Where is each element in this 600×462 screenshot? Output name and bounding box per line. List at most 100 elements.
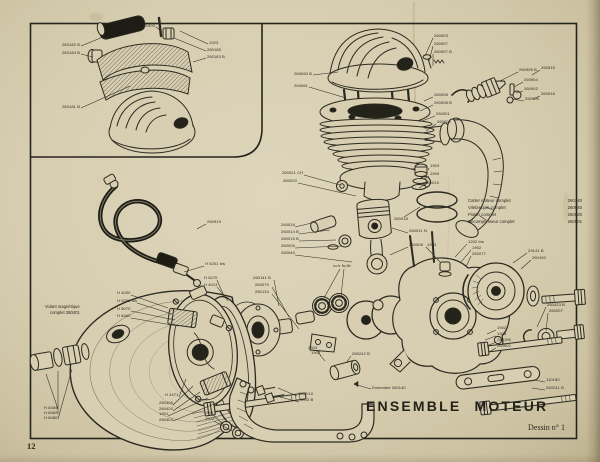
part-callout: 1202/10 <box>298 391 314 396</box>
mount-bar-drawing <box>455 365 541 390</box>
part-callout: 1901 <box>159 411 169 416</box>
part-callout: 1903 <box>204 410 214 415</box>
exhaust-elbow-drawing <box>424 117 504 238</box>
part-callout: 260906 <box>525 96 539 101</box>
part-callout: 260077 <box>472 251 486 256</box>
part-callout: 260002 <box>437 119 451 124</box>
part-callout: 260182 B <box>62 42 80 47</box>
part-callout: 260916 <box>541 91 555 96</box>
part-callout: 260060 B <box>294 71 312 76</box>
part-callout: H 5201 bis <box>205 261 226 266</box>
page-bottom-shadow <box>0 454 600 462</box>
part-callout: 29141 B <box>528 248 544 253</box>
part-callout: 1903 <box>145 23 155 28</box>
part-callout: 1913 <box>427 242 437 247</box>
legend-row: Carter moteur complet 260140 <box>468 198 582 205</box>
part-callout: 1902 <box>497 325 507 330</box>
part-callout: 260020 <box>283 178 297 183</box>
legend-part-number: 260140 <box>567 198 582 203</box>
part-callout: 1902 <box>311 350 321 355</box>
part-callout: 260190 <box>532 255 546 260</box>
part-callout: 260070 <box>255 282 269 287</box>
long-bolt-c-drawing <box>479 394 577 416</box>
part-callout: 260241 B <box>546 385 564 390</box>
part-callout: 1909 <box>430 171 440 176</box>
page-number: 12 <box>27 441 36 451</box>
part-callout: 1902 <box>472 245 482 250</box>
part-callout: 260014 B <box>281 229 299 234</box>
part-callout: 260907 <box>434 41 448 46</box>
part-callout: H 4471 <box>165 392 179 397</box>
legend-part-number: 260040 <box>567 204 582 210</box>
flywheel-note-line2: complet 280401 <box>50 310 80 316</box>
part-callout: 260015 B <box>281 236 299 241</box>
part-callout: 280420 <box>159 406 173 411</box>
flywheel-nut-parts-drawing <box>29 343 90 371</box>
part-callout: 260184 B <box>62 50 80 55</box>
part-callout: 260011 N <box>409 228 427 233</box>
part-callout: 260001 <box>436 111 450 116</box>
part-callout: voir huile <box>333 263 352 268</box>
part-callout: H 5070 <box>117 306 131 311</box>
part-callout: 1902 <box>205 416 215 421</box>
legend-part-number: 260020 <box>567 211 582 217</box>
stator-plate-drawing <box>167 285 238 407</box>
part-callout: 1903 <box>497 331 507 336</box>
legend-part-number: 260901 <box>567 218 582 224</box>
cylinder-head-drawing <box>327 28 429 120</box>
part-callout: 260183 B <box>207 54 225 59</box>
part-callout: H 4000 <box>117 290 131 295</box>
part-callout: 260242 B <box>352 351 370 356</box>
part-callout: 260908 B <box>434 100 452 105</box>
part-callout: 260181 B <box>62 104 80 109</box>
part-callout: 260904 <box>524 77 538 82</box>
pulley-drawing <box>462 262 586 320</box>
part-callout: 1923 <box>209 40 219 45</box>
part-callout: H 5470 <box>204 275 218 280</box>
part-callout: 110180 <box>546 377 560 382</box>
part-callout: 260007 <box>549 308 563 313</box>
part-callout: H 8482 <box>44 410 58 415</box>
mount-bracket-drawing <box>228 333 375 443</box>
part-callout: 280406 <box>159 400 173 405</box>
part-callout: H 5296 bis <box>117 298 138 303</box>
part-callout: 260423 B <box>547 302 565 307</box>
part-callout: 260185 <box>207 47 221 52</box>
part-callout: 260016 <box>281 222 295 227</box>
part-callout: 260008 <box>409 242 423 247</box>
part-callout: 260915 <box>541 65 555 70</box>
part-callout: 260905 B <box>519 67 537 72</box>
loose-pin-parts-drawing <box>310 215 352 250</box>
part-callout: 4303 <box>308 345 318 350</box>
part-callout: 260907 B <box>434 49 452 54</box>
part-callout: 260134 <box>255 289 269 294</box>
oil-leader-line <box>340 268 345 297</box>
legend-label: Vilebrequin complet <box>468 204 506 210</box>
part-callout: 260021 CH <box>282 170 304 175</box>
drawing-reference: Dessin n° 1 <box>528 423 565 432</box>
part-callout: 1903 B <box>300 397 314 402</box>
part-callout: H 8480 <box>44 415 58 420</box>
part-callout: H 8460 <box>117 313 131 318</box>
part-callout: H 4013 <box>204 282 218 287</box>
inset-head-bracket-drawing <box>87 15 196 154</box>
long-bolt-a-drawing <box>477 336 563 357</box>
part-callout: 260195 <box>497 337 511 342</box>
part-callout: 260040 <box>281 250 295 255</box>
drawing-title: ENSEMBLE MOTEUR <box>366 398 549 414</box>
part-callout: 260002 <box>497 343 511 348</box>
part-callout: 260141 B <box>253 275 271 280</box>
part-callout: 1903 <box>430 163 440 168</box>
part-callout: Ensemble 260140 <box>372 385 406 390</box>
flywheel-note-line1: Volant magnétique <box>45 304 80 309</box>
legend-label: Carter moteur complet <box>468 198 511 203</box>
page-edge-shadow <box>586 0 600 462</box>
part-callout: 260902 <box>524 86 538 91</box>
part-callout: 260919 <box>207 219 221 224</box>
part-callout: 260061 <box>294 83 308 88</box>
